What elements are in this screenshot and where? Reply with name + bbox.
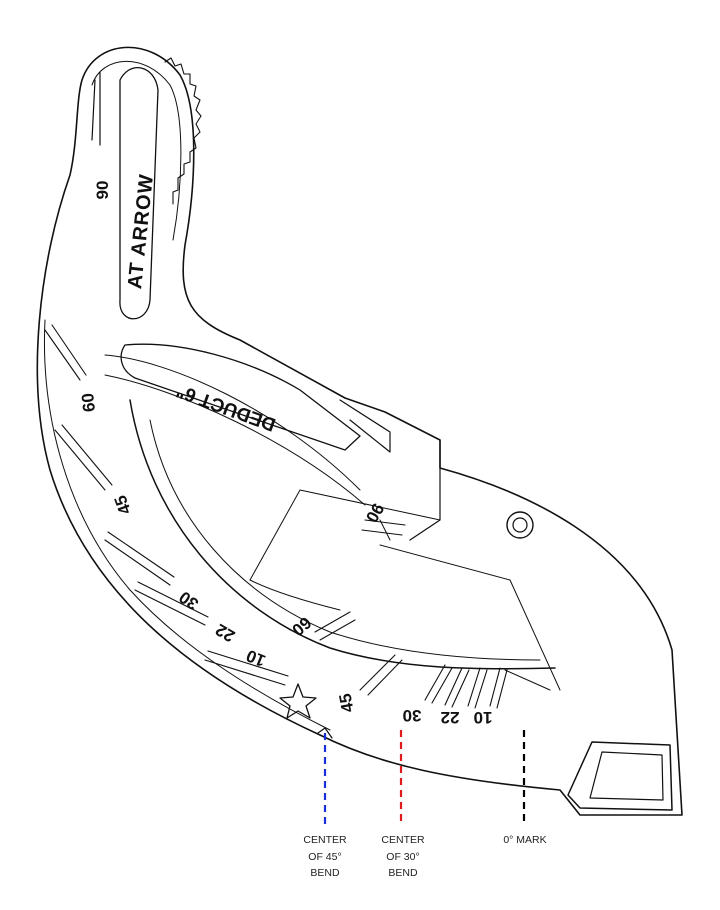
caption-line: BEND xyxy=(388,867,418,879)
outer-60-label: 60 xyxy=(78,392,99,413)
outer-30-label: 30 xyxy=(176,587,202,613)
caption-line: OF 45° xyxy=(308,850,342,863)
inner-10-label: 10 xyxy=(474,708,493,727)
handle-90-label: 90 xyxy=(93,181,112,200)
mount-hole xyxy=(506,511,534,539)
shoe-groove xyxy=(129,399,556,670)
inner-45-label: 45 xyxy=(336,692,358,714)
caption-line: CENTER xyxy=(381,834,425,846)
caption-line: OF 30° xyxy=(386,850,420,863)
inner-22-label: 22 xyxy=(441,708,460,727)
caption-line: 0° MARK xyxy=(503,834,547,846)
bender-outline xyxy=(36,46,683,816)
outer-10-label: 10 xyxy=(244,646,269,671)
center-30-caption: CENTER OF 30° BEND xyxy=(373,832,433,882)
caption-line: CENTER xyxy=(303,834,347,846)
zero-mark-caption: 0° MARK xyxy=(490,832,560,849)
outer-45-label: 45 xyxy=(111,493,135,517)
inner-30-label: 30 xyxy=(403,706,422,725)
deduct-slot xyxy=(120,343,361,451)
deduct-text: DEDUCT 6" xyxy=(174,380,279,435)
star-icon xyxy=(279,683,317,719)
outer-22-label: 22 xyxy=(212,620,238,646)
center-45-caption: CENTER OF 45° BEND xyxy=(295,832,355,882)
caption-line: BEND xyxy=(310,867,340,879)
foot-pad xyxy=(567,741,673,811)
inner-60-label: 60 xyxy=(288,613,315,640)
handle-slot xyxy=(119,67,159,320)
